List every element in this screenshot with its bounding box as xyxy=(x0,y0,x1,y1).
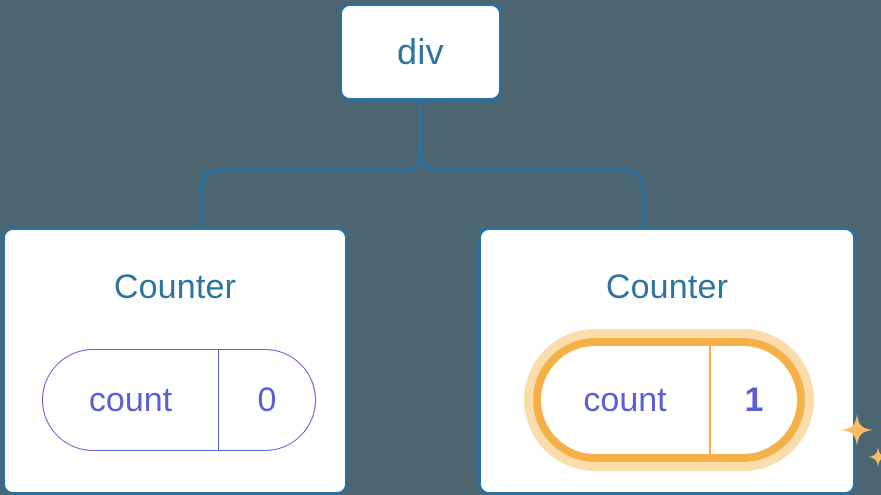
node-div-label: div xyxy=(397,31,444,72)
sparkle-group xyxy=(841,414,881,467)
connector-branch-right xyxy=(418,151,645,228)
state-pill-left[interactable]: count 0 xyxy=(42,349,316,451)
state-badge-left: count 0 xyxy=(42,349,316,451)
state-key-right: count xyxy=(541,346,711,454)
node-counter-right-title: Counter xyxy=(605,268,729,306)
sparkle-large-icon xyxy=(841,414,873,446)
sparkle-small-icon xyxy=(868,447,881,467)
node-counter-left[interactable]: Counter count 0 xyxy=(2,227,348,495)
state-badge-right: count 1 xyxy=(524,329,881,471)
state-value-left: 0 xyxy=(257,381,277,419)
connector-branch-left xyxy=(199,151,423,228)
node-counter-left-title: Counter xyxy=(113,268,237,306)
node-counter-right[interactable]: Counter count 1 xyxy=(478,227,881,495)
node-div[interactable]: div xyxy=(339,3,502,101)
state-value-right: 1 xyxy=(744,381,764,419)
state-key-left: count xyxy=(43,350,219,450)
state-pill-right[interactable]: count 1 xyxy=(533,338,805,462)
state-pill-glow-ring xyxy=(524,329,814,471)
